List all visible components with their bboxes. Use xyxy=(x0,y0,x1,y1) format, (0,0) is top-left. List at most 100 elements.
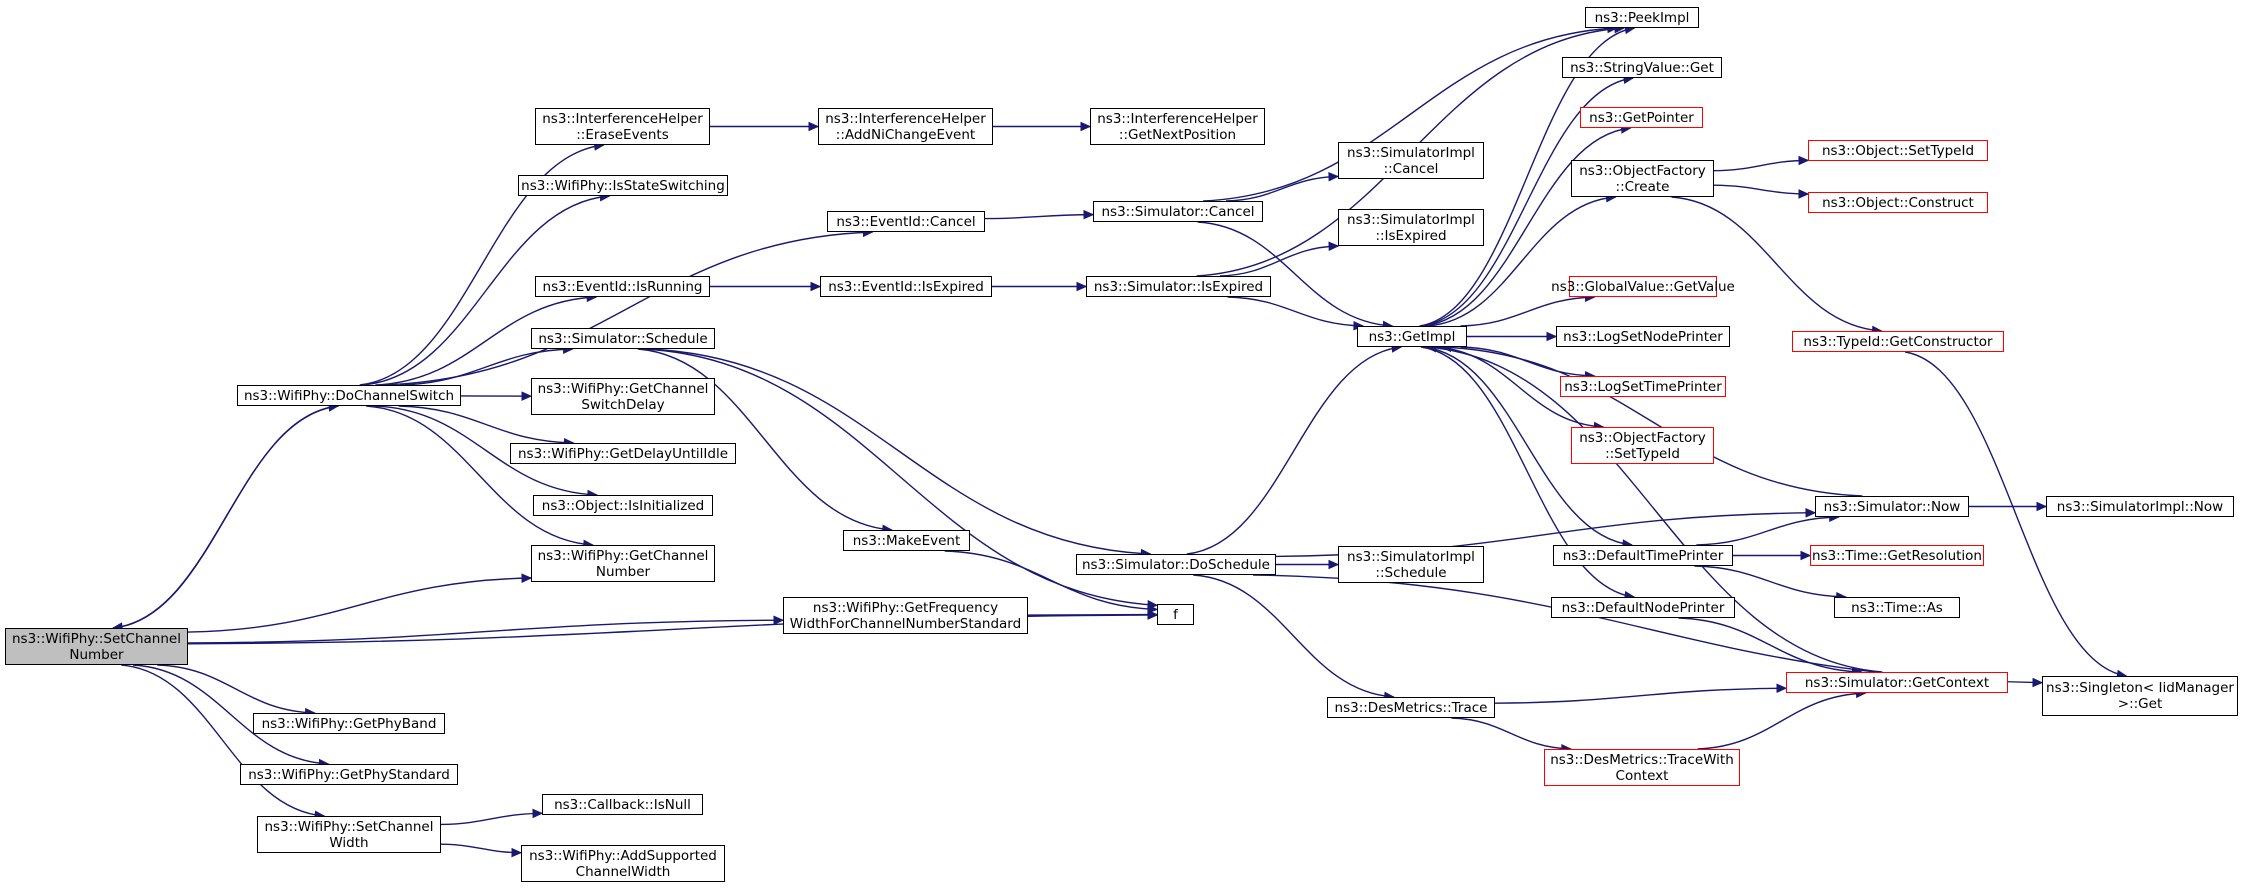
node-event-id-is-running[interactable]: ns3::EventId::IsRunning xyxy=(535,276,710,297)
edge-arrowhead xyxy=(1083,209,1095,220)
edge-arrowhead xyxy=(1805,508,1817,518)
node-event-id-cancel[interactable]: ns3::EventId::Cancel xyxy=(827,211,985,232)
edge-get_impl-to-string_value_get xyxy=(1420,77,1634,327)
node-time-get-resolution[interactable]: ns3::Time::GetResolution xyxy=(1810,545,1984,566)
edge-event_id_cancel-to-simulator_cancel xyxy=(984,213,1094,220)
edge-arrowhead xyxy=(773,615,785,626)
node-time-as[interactable]: ns3::Time::As xyxy=(1834,597,1960,618)
node-erase-events[interactable]: ns3::InterferenceHelper ::EraseEvents xyxy=(535,108,710,145)
node-singleton-get[interactable]: ns3::Singleton< IidManager >::Get xyxy=(2042,676,2238,716)
node-object-factory-set-type-id[interactable]: ns3::ObjectFactory ::SetTypeId xyxy=(1571,427,1714,464)
edge-root-to-get_frequency_width xyxy=(187,619,784,644)
node-simulator-schedule[interactable]: ns3::Simulator::Schedule xyxy=(531,328,715,349)
node-default-time-printer[interactable]: ns3::DefaultTimePrinter xyxy=(1553,545,1733,566)
node-object-factory-create[interactable]: ns3::ObjectFactory ::Create xyxy=(1571,160,1714,197)
edge-root-to-get_phy_standard xyxy=(132,664,329,765)
node-get-channel-number[interactable]: ns3::WifiPhy::GetChannel Number xyxy=(531,545,715,582)
edge-simulator_do_schedule-to-singleton_get xyxy=(1252,574,2043,684)
edge-make_event-to-f xyxy=(944,550,1158,611)
node-log-set-node-printer[interactable]: ns3::LogSetNodePrinter xyxy=(1556,326,1730,347)
edge-simulator_get_context-to-get_impl xyxy=(1426,346,1883,673)
edge-simulator_schedule-to-simulator_do_schedule xyxy=(648,348,1151,555)
edge-arrowhead xyxy=(1328,559,1340,570)
node-string-value-get[interactable]: ns3::StringValue::Get xyxy=(1562,57,1722,78)
edge-des_metrics_trace_with_context-to-simulator_get_context xyxy=(1697,692,1866,750)
node-des-metrics-trace-with-context[interactable]: ns3::DesMetrics::TraceWith Context xyxy=(1544,749,1740,786)
edge-do_channel_switch-to-event_id_is_running xyxy=(375,296,597,386)
node-object-construct[interactable]: ns3::Object::Construct xyxy=(1808,192,1988,213)
node-get-phy-standard[interactable]: ns3::WifiPhy::GetPhyStandard xyxy=(240,764,458,785)
edge-arrowhead xyxy=(1328,241,1340,252)
node-get-channel-switch-delay[interactable]: ns3::WifiPhy::GetChannel SwitchDelay xyxy=(531,378,715,415)
edge-do_channel_switch-to-root xyxy=(112,405,339,629)
node-add-ni-change-event[interactable]: ns3::InterferenceHelper ::AddNiChangeEve… xyxy=(818,108,993,145)
node-global-value-get-value[interactable]: ns3::GlobalValue::GetValue xyxy=(1551,276,1735,297)
edge-root-to-set_channel_width xyxy=(121,664,325,817)
edge-des_metrics_trace-to-simulator_get_context xyxy=(1494,687,1787,704)
edge-arrowhead xyxy=(521,391,533,401)
edge-simulator_cancel-to-peek_impl xyxy=(1203,27,1617,202)
node-set-channel-number: ns3::WifiPhy::SetChannel Number xyxy=(5,628,188,665)
edge-default_time_printer-to-simulator_now xyxy=(1696,516,1839,546)
edge-arrowhead xyxy=(521,573,533,583)
node-callback-is-null[interactable]: ns3::Callback::IsNull xyxy=(542,794,703,815)
edge-simulator_do_schedule-to-des_metrics_trace xyxy=(1193,574,1394,698)
node-simulator-is-expired[interactable]: ns3::Simulator::IsExpired xyxy=(1086,276,1271,297)
node-default-node-printer[interactable]: ns3::DefaultNodePrinter xyxy=(1551,597,1735,618)
node-simulator-impl-now[interactable]: ns3::SimulatorImpl::Now xyxy=(2046,496,2234,517)
node-simulator-impl-is-expired[interactable]: ns3::SimulatorImpl ::IsExpired xyxy=(1338,209,1484,246)
edge-do_channel_switch-to-erase_events xyxy=(359,144,604,386)
edge-type_id_get_constructor-to-singleton_get xyxy=(1905,351,2127,677)
node-make-event[interactable]: ns3::MakeEvent xyxy=(843,530,970,551)
node-add-supported-channel-width[interactable]: ns3::WifiPhy::AddSupported ChannelWidth xyxy=(521,845,725,882)
edge-object_factory_create-to-type_id_get_constructor xyxy=(1671,196,1882,332)
node-simulator-do-schedule[interactable]: ns3::Simulator::DoSchedule xyxy=(1076,554,1276,575)
edge-get_impl-to-get_pointer xyxy=(1422,127,1631,327)
node-get-phy-band[interactable]: ns3::WifiPhy::GetPhyBand xyxy=(253,713,445,734)
node-type-id-get-constructor[interactable]: ns3::TypeId::GetConstructor xyxy=(1792,331,2004,352)
edge-simulator_schedule-to-make_event xyxy=(637,348,892,531)
node-des-metrics-trace[interactable]: ns3::DesMetrics::Trace xyxy=(1327,697,1495,718)
edge-object_factory_create-to-object_construct xyxy=(1713,184,1809,195)
edge-simulator_is_expired-to-simimpl_is_expired xyxy=(1219,245,1339,277)
node-f[interactable]: f xyxy=(1157,604,1194,625)
edge-do_channel_switch-to-get_channel_number xyxy=(366,405,593,546)
edge-do_channel_switch-to-simulator_schedule xyxy=(399,348,573,386)
edge-arrowhead xyxy=(2032,677,2044,688)
node-simulator-get-context[interactable]: ns3::Simulator::GetContext xyxy=(1786,672,2008,693)
node-simulator-cancel[interactable]: ns3::Simulator::Cancel xyxy=(1093,201,1263,222)
node-set-channel-width[interactable]: ns3::WifiPhy::SetChannel Width xyxy=(257,816,441,853)
node-get-frequency-width[interactable]: ns3::WifiPhy::GetFrequency WidthForChann… xyxy=(783,597,1028,634)
node-object-set-type-id[interactable]: ns3::Object::SetTypeId xyxy=(1808,140,1988,161)
edge-arrowhead xyxy=(1800,550,1812,561)
edge-object_factory_create-to-object_set_type_id xyxy=(1713,159,1809,172)
edge-get_impl-to-default_time_printer xyxy=(1423,346,1632,546)
edge-default_time_printer-to-time_as xyxy=(1694,565,1846,598)
node-get-pointer[interactable]: ns3::GetPointer xyxy=(1580,107,1703,128)
node-peek-impl[interactable]: ns3::PeekImpl xyxy=(1585,7,1699,28)
edge-default_node_printer-to-simulator_get_context xyxy=(1678,617,1862,673)
edge-do_channel_switch-to-is_initialized xyxy=(375,405,597,496)
node-simulator-impl-cancel[interactable]: ns3::SimulatorImpl ::Cancel xyxy=(1338,142,1484,179)
edge-simulator_cancel-to-simimpl_cancel xyxy=(1225,175,1339,202)
node-log-set-time-printer[interactable]: ns3::LogSetTimePrinter xyxy=(1560,376,1726,397)
node-event-id-is-expired[interactable]: ns3::EventId::IsExpired xyxy=(820,276,992,297)
edge-do_channel_switch-to-event_id_cancel xyxy=(382,231,873,386)
node-is-state-switching[interactable]: ns3::WifiPhy::IsStateSwitching xyxy=(518,175,728,196)
node-get-impl[interactable]: ns3::GetImpl xyxy=(1357,326,1467,347)
node-get-next-position[interactable]: ns3::InterferenceHelper ::GetNextPositio… xyxy=(1090,108,1265,145)
edge-get_impl-to-object_factory_create xyxy=(1427,196,1616,327)
node-is-initialized[interactable]: ns3::Object::IsInitialized xyxy=(533,495,713,516)
node-simulator-now[interactable]: ns3::Simulator::Now xyxy=(1815,496,1969,517)
edge-arrowhead xyxy=(1776,683,1788,694)
edge-arrowhead xyxy=(1546,331,1558,342)
edge-arrowhead xyxy=(1328,171,1340,182)
node-simulator-impl-schedule[interactable]: ns3::SimulatorImpl ::Schedule xyxy=(1338,546,1484,583)
edge-arrowhead xyxy=(1080,121,1092,132)
edge-simulator_cancel-to-get_impl xyxy=(1197,221,1393,327)
node-get-delay-until-idle[interactable]: ns3::WifiPhy::GetDelayUntilIdle xyxy=(510,443,736,464)
edge-simulator_is_expired-to-get_impl xyxy=(1227,296,1363,327)
node-do-channel-switch[interactable]: ns3::WifiPhy::DoChannelSwitch xyxy=(237,385,461,406)
